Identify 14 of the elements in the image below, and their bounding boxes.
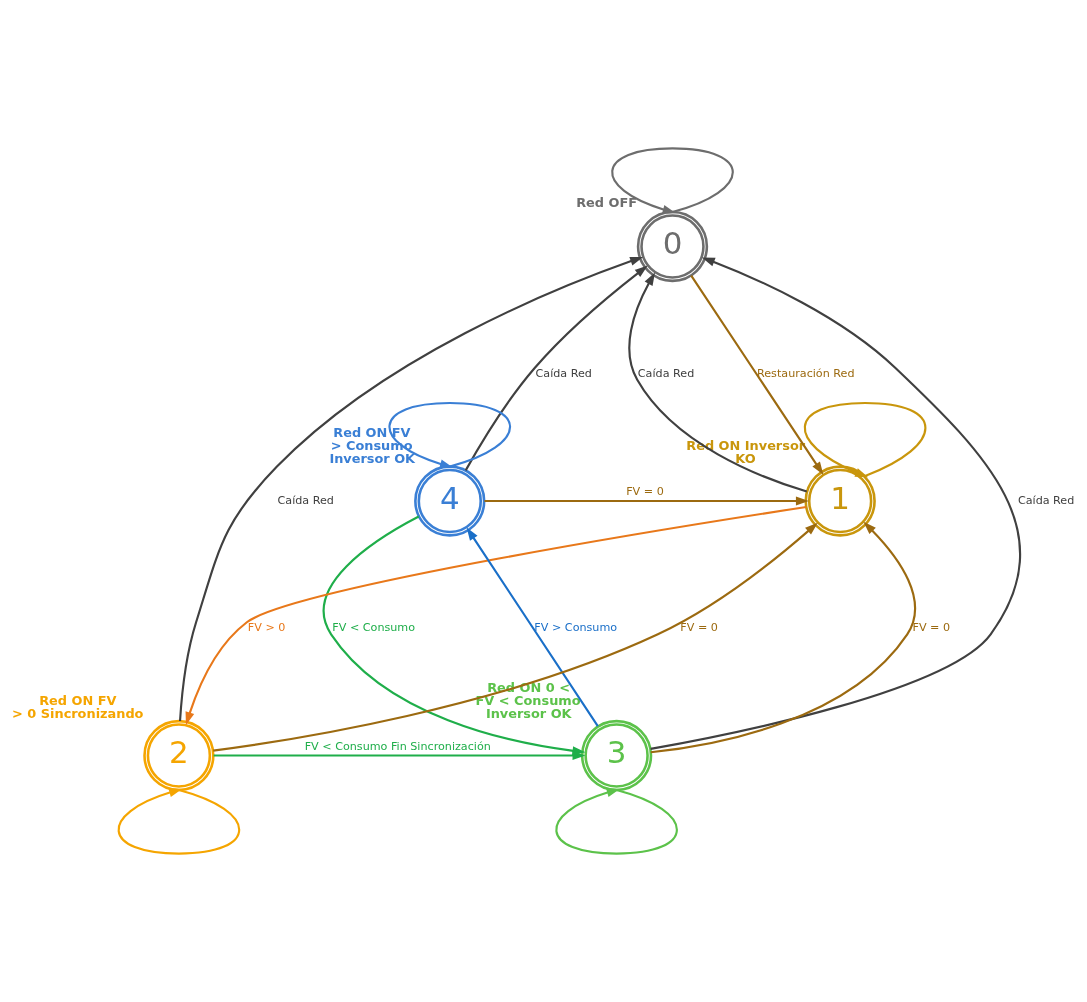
edge-label: FV < Consumo Fin Sincronización: [304, 739, 491, 753]
edge-label: FV = 0: [912, 621, 951, 635]
edge-label: FV > Consumo: [534, 621, 618, 635]
edge-label: Caída Red: [637, 366, 695, 380]
node-label: Red OFF: [576, 194, 638, 210]
edge-label: FV < Consumo: [332, 621, 416, 635]
edge-label: Restauración Red: [757, 366, 855, 380]
edge-label: FV > 0: [247, 621, 286, 635]
edge-label: FV = 0: [680, 621, 718, 635]
edge-label: Caída Red: [1017, 493, 1075, 507]
edge-label: FV = 0: [626, 485, 664, 499]
node-label: Red ON FV > 0 Sincronizando: [12, 692, 144, 721]
edge-label: Caída Red: [535, 366, 592, 380]
edge-label: Caída Red: [277, 493, 334, 507]
